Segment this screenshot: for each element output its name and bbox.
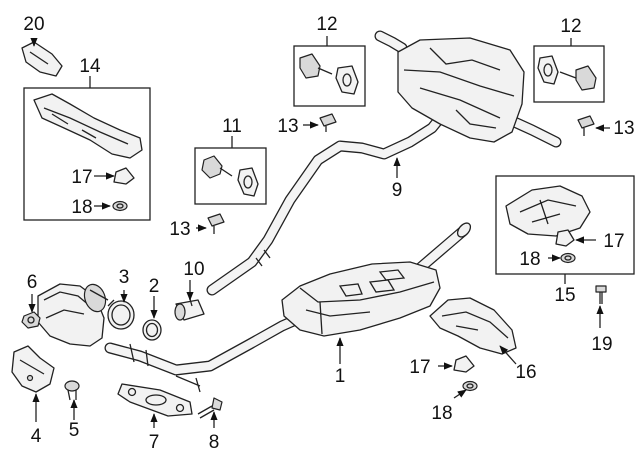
- callout-13-a: 13: [277, 116, 298, 137]
- washer-18-box15: [560, 252, 576, 264]
- callout-17-b: 17: [603, 231, 624, 252]
- catalytic-converter: [37, 283, 109, 347]
- bolt-5: [64, 380, 80, 401]
- callout-labels: 20 14 17 18 12 12 11 13 13 13 9 10 3 2 6…: [23, 14, 634, 453]
- bracket-4: [11, 345, 55, 393]
- callout-2: 2: [149, 276, 160, 297]
- center-muffler: [281, 222, 472, 337]
- bolt-13-right: [577, 115, 595, 136]
- rear-muffler: [374, 30, 562, 148]
- callout-9: 9: [392, 180, 403, 201]
- callout-11: 11: [222, 116, 242, 137]
- bolt-13-center: [319, 113, 337, 132]
- leader-lines: [28, 36, 610, 428]
- insulator-17-box14: [113, 167, 135, 185]
- callout-16: 16: [515, 362, 536, 383]
- hanger-box-11: [194, 147, 267, 205]
- callout-3: 3: [119, 267, 130, 288]
- callout-8: 8: [209, 432, 220, 453]
- gasket-ring-2: [142, 319, 162, 341]
- washer-18-box14: [112, 200, 128, 212]
- callout-18-c: 18: [431, 403, 452, 424]
- callout-13-b: 13: [613, 118, 634, 139]
- heat-shield-15: [505, 185, 591, 237]
- heat-shield-20: [21, 41, 63, 77]
- washer-18-lower: [462, 380, 478, 392]
- callout-17-c: 17: [409, 357, 430, 378]
- insulator-17-box15: [555, 229, 575, 247]
- hanger-box-12-right: [533, 45, 605, 103]
- nut-6: [21, 311, 41, 329]
- callout-7: 7: [149, 432, 160, 453]
- callout-20: 20: [23, 14, 44, 35]
- bolt-19: [595, 285, 607, 304]
- callout-14: 14: [79, 56, 101, 77]
- callout-18-b: 18: [519, 249, 540, 270]
- callout-5: 5: [69, 420, 80, 441]
- clamp-3: [107, 299, 135, 330]
- heat-shield-16: [429, 297, 517, 355]
- callout-12-b: 12: [560, 16, 581, 37]
- callout-6: 6: [27, 272, 38, 293]
- gasket-7: [117, 383, 193, 417]
- insulator-17-lower: [453, 355, 475, 373]
- heat-shield-14: [33, 93, 143, 159]
- bolt-8: [197, 397, 223, 419]
- callout-box-14: [23, 87, 151, 221]
- intermediate-pipe: [206, 112, 446, 296]
- callout-17-a: 17: [71, 167, 92, 188]
- callout-4: 4: [31, 426, 42, 447]
- front-pipe: [104, 312, 306, 393]
- bolt-13-left: [207, 213, 225, 234]
- callout-1: 1: [335, 366, 346, 387]
- callout-12-a: 12: [316, 14, 337, 35]
- callout-18-a: 18: [71, 197, 92, 218]
- callout-10: 10: [183, 259, 204, 280]
- callout-19: 19: [591, 334, 612, 355]
- callout-13-c: 13: [169, 219, 190, 240]
- hanger-box-12-left: [293, 45, 366, 107]
- callout-15: 15: [554, 285, 575, 306]
